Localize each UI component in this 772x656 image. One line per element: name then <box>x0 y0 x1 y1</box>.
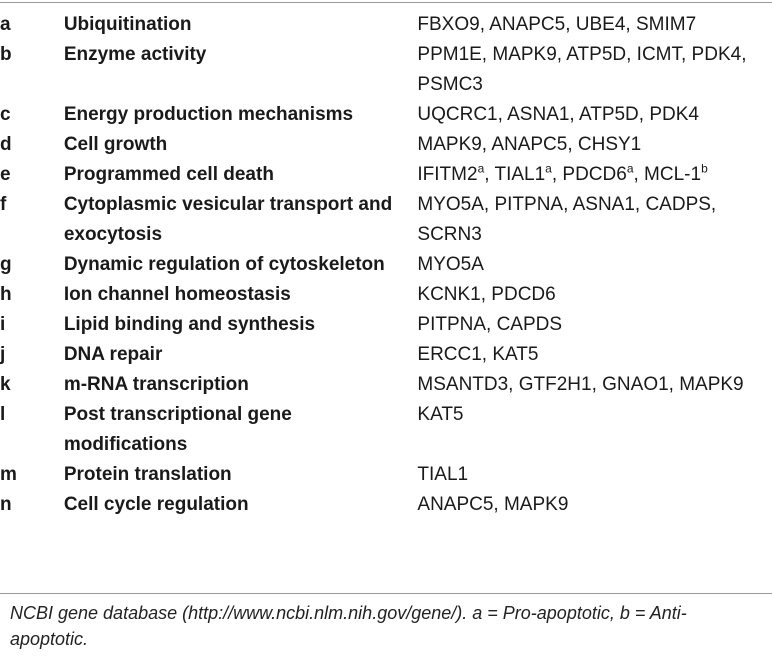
row-letter: h <box>0 284 12 305</box>
row-genes: FBXO9, ANAPC5, UBE4, SMIM7 <box>417 14 697 35</box>
row-genes: MSANTD3, GTF2H1, GNAO1, MAPK9 <box>417 374 744 395</box>
row-letter: j <box>0 344 6 365</box>
row-function: Energy production mechanisms <box>63 104 354 125</box>
row-function: Programmed cell death <box>63 164 274 185</box>
row-letter: g <box>0 254 12 275</box>
row-genes: KCNK1, PDCD6 <box>417 284 556 305</box>
row-function: Ion channel homeostasis <box>63 284 291 305</box>
gene-superscript: a <box>477 161 485 176</box>
table-row: n Cell cycle regulation ANAPC5, MAPK9 <box>0 490 772 520</box>
row-function: Protein translation <box>63 464 232 485</box>
gene-text: , TIAL1 <box>484 164 546 185</box>
row-function: Lipid binding and synthesis <box>63 314 316 335</box>
table-row: c Energy production mechanisms UQCRC1, ASN… <box>0 100 772 130</box>
table-row: l Post transcriptional gene modifications… <box>0 400 772 460</box>
table-top-rule <box>0 2 772 3</box>
gene-text: , MCL-1 <box>633 164 702 185</box>
row-letter: f <box>0 194 7 215</box>
row-genes: ERCC1, KAT5 <box>417 344 539 365</box>
table-row: f Cytoplasmic vesicular transport and exo… <box>0 190 772 250</box>
table-row: g Dynamic regulation of cytoskeleton MYO5A <box>0 250 772 280</box>
gene-superscript: a <box>626 161 634 176</box>
row-function: Ubiquitination <box>63 14 192 35</box>
row-letter: c <box>0 104 11 125</box>
row-genes: IFITM2a, TIAL1a, PDCD6a, MCL-1b <box>417 160 772 190</box>
row-letter: e <box>0 164 11 185</box>
gene-text: , PDCD6 <box>551 164 627 185</box>
table-row: a Ubiquitination FBXO9, ANAPC5, UBE4, SMIM… <box>0 10 772 40</box>
row-function: Cytoplasmic vesicular transport and exoc… <box>63 194 393 245</box>
table-row: j DNA repair ERCC1, KAT5 <box>0 340 772 370</box>
table-footnote: NCBI gene database (http://www.ncbi.nlm.… <box>10 603 687 649</box>
table-body: a Ubiquitination FBXO9, ANAPC5, UBE4, SMIM… <box>0 10 772 520</box>
row-letter: i <box>0 314 6 335</box>
row-letter: n <box>0 494 12 515</box>
row-genes: UQCRC1, ASNA1, ATP5D, PDK4 <box>417 104 699 125</box>
row-function: DNA repair <box>63 344 163 365</box>
row-function: Dynamic regulation of cytoskeleton <box>63 254 385 275</box>
row-letter: b <box>0 44 12 65</box>
row-letter: l <box>0 404 6 425</box>
row-letter: a <box>0 14 11 35</box>
row-genes: PPM1E, MAPK9, ATP5D, ICMT, PDK4, PSMC3 <box>417 44 747 95</box>
row-letter: k <box>0 374 11 395</box>
table-row: h Ion channel homeostasis KCNK1, PDCD6 <box>0 280 772 310</box>
gene-superscript: a <box>545 161 552 176</box>
row-genes: MYO5A <box>417 254 484 275</box>
gene-superscript: b <box>701 161 708 176</box>
gene-text: IFITM2 <box>417 164 478 185</box>
row-genes: PITPNA, CAPDS <box>417 314 563 335</box>
row-genes: MAPK9, ANAPC5, CHSY1 <box>417 134 642 155</box>
table-row: b Enzyme activity PPM1E, MAPK9, ATP5D, ICM… <box>0 40 772 100</box>
row-letter: d <box>0 134 12 155</box>
row-function: Enzyme activity <box>63 44 207 65</box>
table-row: i Lipid binding and synthesis PITPNA, CAPD… <box>0 310 772 340</box>
row-function: Cell growth <box>63 134 168 155</box>
row-function: m-RNA transcription <box>63 374 249 395</box>
row-function: Post transcriptional gene modifications <box>63 404 292 455</box>
row-genes: TIAL1 <box>417 464 469 485</box>
row-letter: m <box>0 464 17 485</box>
table-row: k m-RNA transcription MSANTD3, GTF2H1, GNA… <box>0 370 772 400</box>
row-function: Cell cycle regulation <box>63 494 249 515</box>
table-bottom-rule <box>0 593 772 594</box>
table-row: d Cell growth MAPK9, ANAPC5, CHSY1 <box>0 130 772 160</box>
table-row: m Protein translation TIAL1 <box>0 460 772 490</box>
row-genes: KAT5 <box>417 404 464 425</box>
row-genes: MYO5A, PITPNA, ASNA1, CADPS, SCRN3 <box>417 194 717 245</box>
gene-function-table: a Ubiquitination FBXO9, ANAPC5, UBE4, SMIM… <box>0 10 772 520</box>
row-genes: ANAPC5, MAPK9 <box>417 494 569 515</box>
